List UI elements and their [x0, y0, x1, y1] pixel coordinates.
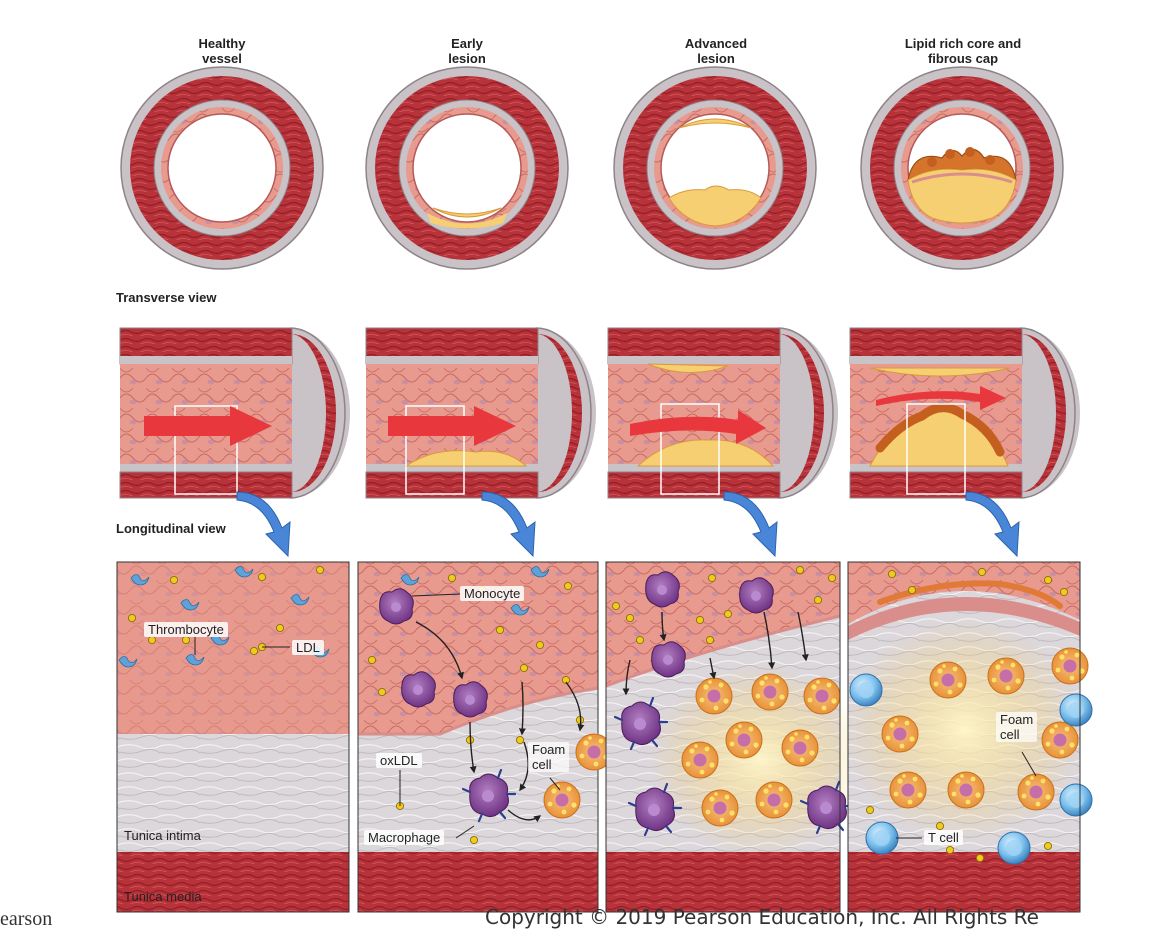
- zoom-arrows: [236, 491, 1020, 558]
- label-tunica-media: Tunica media: [124, 889, 202, 904]
- longitudinal-row: [117, 327, 1080, 558]
- stage-title-lipid-core: Lipid rich core and fibrous cap: [904, 36, 1022, 66]
- cell-panel-early: [357, 561, 613, 913]
- cell-panel-advanced: [605, 561, 870, 913]
- transverse-row: [120, 66, 1064, 270]
- transverse-lipid-core: [860, 66, 1064, 270]
- publisher-logo-text: earson: [0, 908, 53, 930]
- stage-title-healthy: Healthy vessel: [198, 36, 246, 66]
- copyright-notice: Copyright © 2019 Pearson Education, Inc.…: [485, 905, 1039, 929]
- label-oxldl: oxLDL: [376, 753, 422, 768]
- label-macrophage: Macrophage: [364, 830, 445, 845]
- longitudinal-advanced: [607, 327, 838, 499]
- transverse-advanced: [613, 66, 817, 270]
- longitudinal-lipid-core: [849, 327, 1080, 499]
- stage-title-early: Early lesion: [448, 36, 486, 66]
- cell-panel-healthy: [116, 561, 350, 913]
- label-t-cell: T cell: [924, 830, 963, 845]
- label-ldl: LDL: [292, 640, 324, 655]
- longitudinal-view-label: Longitudinal view: [116, 521, 226, 536]
- cell-panel-lipid-core: [844, 561, 1093, 913]
- stage-title-advanced: Advanced lesion: [684, 36, 748, 66]
- label-tunica-intima: Tunica intima: [124, 828, 201, 843]
- transverse-healthy: [120, 66, 324, 270]
- longitudinal-healthy: [117, 327, 350, 499]
- transverse-view-label: Transverse view: [116, 290, 217, 305]
- label-thrombocyte: Thrombocyte: [144, 622, 228, 637]
- transverse-early: [365, 66, 569, 270]
- label-foam-cell-early: Foam cell: [528, 742, 570, 772]
- longitudinal-early: [365, 327, 596, 499]
- label-monocyte: Monocyte: [460, 586, 525, 601]
- label-foam-cell-lipid: Foam cell: [996, 712, 1038, 742]
